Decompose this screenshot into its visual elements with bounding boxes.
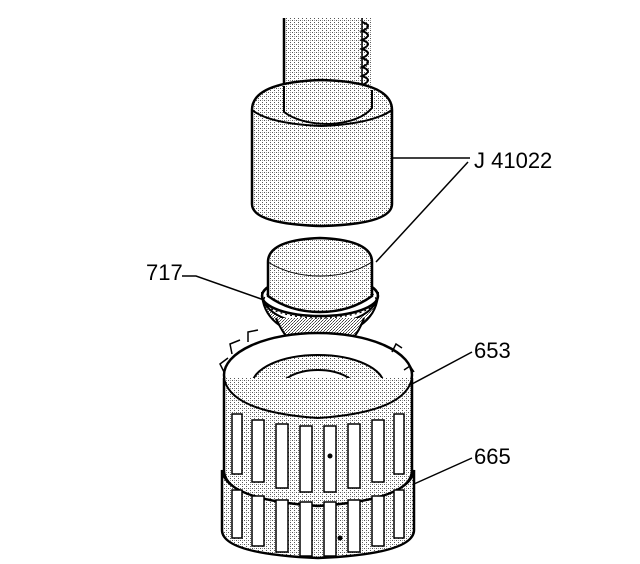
part-717	[260, 236, 380, 358]
callout-665: 665	[474, 444, 511, 469]
part-653	[219, 329, 415, 508]
part-665	[220, 469, 416, 560]
callout-653: 653	[474, 338, 511, 363]
tool-head	[250, 78, 394, 228]
leader-line-j41022-lower	[375, 161, 469, 263]
callout-717: 717	[146, 260, 183, 285]
leader-line-653	[411, 351, 473, 385]
leader-line-665	[413, 457, 473, 485]
leader-line-717	[182, 275, 265, 301]
callout-j41022: J 41022	[474, 148, 553, 173]
